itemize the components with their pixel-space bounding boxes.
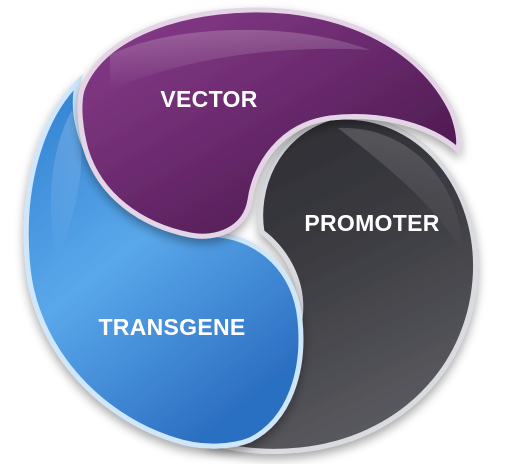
vector-segment [77,7,462,239]
vector-label: VECTOR [160,86,257,112]
promoter-label: PROMOTER [304,210,439,236]
transgene-label: TRANSGENE [98,314,245,340]
